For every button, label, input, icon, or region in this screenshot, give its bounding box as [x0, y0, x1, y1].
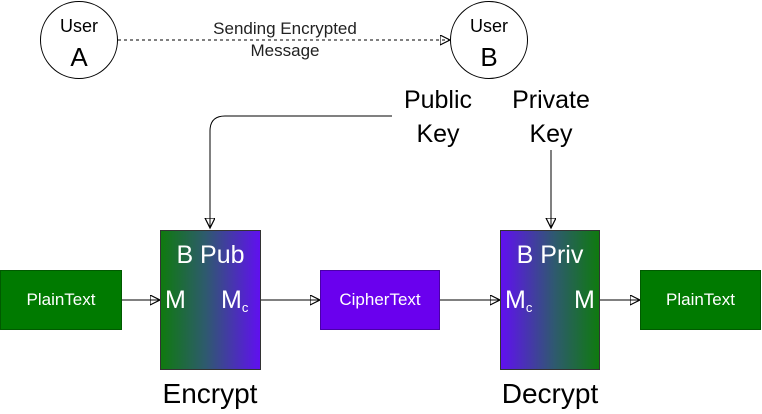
encrypt-output-port: Mc: [221, 286, 249, 315]
plaintext-input-label: PlainText: [26, 290, 96, 309]
public-key-line1: Public: [403, 86, 473, 114]
message-label-line2: Message: [250, 41, 320, 60]
encrypt-caption: Encrypt: [162, 378, 258, 409]
encrypt-box-title: B Pub: [176, 241, 245, 269]
message-label-line1: Sending Encrypted: [213, 19, 357, 38]
ciphertext-label: CipherText: [339, 290, 421, 309]
decrypt-box: B Priv Mc M: [500, 230, 600, 370]
private-key-label: Private Key: [491, 83, 611, 151]
private-key-line1: Private: [512, 86, 590, 114]
public-key-label: Public Key: [388, 83, 488, 151]
decrypt-caption: Decrypt: [501, 378, 599, 409]
message-label: Sending Encrypted Message: [180, 18, 390, 62]
plaintext-output-label: PlainText: [666, 290, 735, 309]
decrypt-input-port: Mc: [505, 286, 533, 315]
private-key-line2: Key: [529, 120, 573, 148]
encrypt-input-port: M: [165, 286, 186, 314]
user-a-node: User A: [40, 1, 118, 79]
user-a-name: User: [59, 16, 98, 36]
decrypt-box-title: B Priv: [516, 241, 584, 269]
plaintext-output-box: PlainText: [640, 270, 761, 330]
decrypt-output-port: M: [574, 286, 595, 314]
user-b-node: User B: [450, 1, 528, 79]
encrypt-box: B Pub M Mc: [160, 230, 261, 370]
ciphertext-box: CipherText: [320, 270, 440, 330]
user-b-name: User: [469, 16, 508, 36]
user-a-letter: A: [70, 42, 88, 72]
public-key-arrow: [210, 115, 392, 228]
plaintext-input-box: PlainText: [0, 270, 122, 330]
user-b-letter: B: [480, 42, 498, 72]
public-key-line2: Key: [416, 120, 460, 148]
